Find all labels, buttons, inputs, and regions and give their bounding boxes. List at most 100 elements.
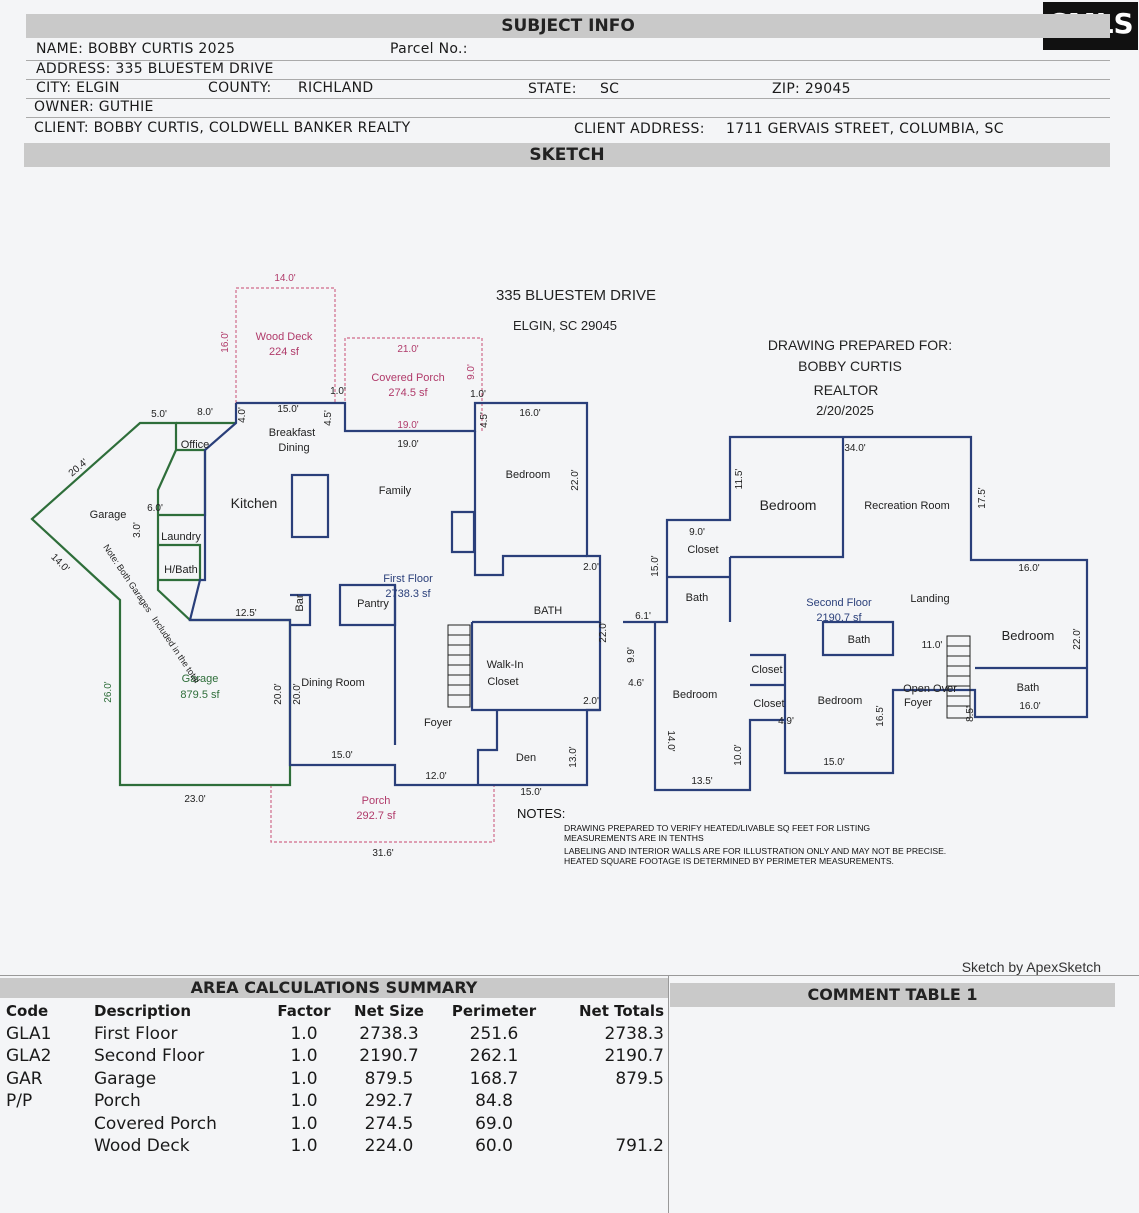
label-foyer-up: Foyer (904, 697, 932, 709)
cell-net-total (554, 1090, 664, 1113)
dim-porch-top: 21.0' (397, 344, 418, 355)
prepared-client: BOBBY CURTIS (798, 358, 902, 374)
dim-6-1: 6.1' (635, 611, 651, 622)
label-bath-caps: BATH (534, 605, 563, 617)
label-garage-1: Garage (90, 509, 127, 521)
label-dining-room: Dining Room (301, 677, 365, 689)
dim-4-6: 4.6' (628, 678, 644, 689)
cell-perimeter: 60.0 (475, 1136, 513, 1157)
cell-description: Second Floor (94, 1046, 205, 1067)
cell-description: Garage (94, 1068, 157, 1089)
zip-value: ZIP: 29045 (772, 81, 851, 97)
label-bedroom-up1: Bedroom (760, 497, 817, 513)
cell-net-total: 2738.3 (604, 1023, 664, 1044)
label-pantry: Pantry (357, 598, 389, 610)
cell-code (6, 1135, 94, 1158)
label-breakfast: Breakfast (269, 427, 315, 439)
dim-22-bath: 22.0' (598, 621, 609, 642)
table-row: GLA1 First Floor 1.0 2738.3 251.6 2738.3 (6, 1023, 664, 1046)
dim-porch-right: 9.0' (466, 364, 477, 380)
dim-9-9: 9.9' (626, 647, 637, 663)
sketch-citystate: ELGIN, SC 29045 (513, 318, 617, 333)
dim-19-porch: 19.0' (397, 420, 418, 431)
dim-13: 13.0' (568, 746, 579, 767)
col-code: Code (6, 1002, 49, 1021)
label-bath-up2: Bath (848, 634, 871, 646)
subject-client: CLIENT: BOBBY CURTIS, COLDWELL BANKER RE… (34, 120, 411, 136)
note-4: HEATED SQUARE FOOTAGE IS DETERMINED BY P… (564, 856, 894, 866)
dim-15-dining: 15.0' (331, 750, 352, 761)
label-walkin: Walk-In (487, 659, 524, 671)
table-row: GAR Garage 1.0 879.5 168.7 879.5 (6, 1068, 664, 1091)
cell-factor: 1.0 (290, 1113, 318, 1134)
label-garage-2: Garage (182, 673, 219, 685)
cell-description: First Floor (94, 1023, 178, 1044)
notes-title: NOTES: (517, 806, 565, 821)
dim-deck-left: 16.0' (220, 331, 231, 352)
note-1: DRAWING PREPARED TO VERIFY HEATED/LIVABL… (564, 823, 870, 833)
dim-5: 5.0' (151, 409, 167, 420)
label-second-floor: Second Floor (806, 597, 872, 609)
client-address-label: CLIENT ADDRESS: (574, 121, 705, 137)
col-description: Description (94, 1002, 192, 1021)
dim-4-9: 4.9' (778, 716, 794, 727)
label-wood-deck-sf: 224 sf (269, 346, 300, 358)
col-net-totals: Net Totals (578, 1002, 664, 1021)
state-value: SC (600, 81, 620, 97)
label-first-floor-sf: 2738.3 sf (385, 588, 431, 600)
client-address: 1711 GERVAIS STREET, COLUMBIA, SC (726, 121, 1004, 137)
label-laundry: Laundry (161, 531, 201, 543)
dim-20b: 20.0' (292, 683, 303, 704)
label-den: Den (516, 752, 536, 764)
table-row: GLA2 Second Floor 1.0 2190.7 262.1 2190.… (6, 1045, 664, 1068)
label-kitchen: Kitchen (231, 495, 278, 511)
prepared-date: 2/20/2025 (816, 403, 874, 418)
dim-14-bed: 14.0' (665, 730, 676, 751)
dim-15-bed: 15.0' (823, 757, 844, 768)
cell-perimeter: 69.0 (475, 1113, 513, 1134)
cell-factor: 1.0 (290, 1091, 318, 1112)
dim-10: 10.0' (733, 744, 744, 765)
table-row: Covered Porch 1.0 274.5 69.0 (6, 1113, 664, 1136)
area-summary-header: AREA CALCULATIONS SUMMARY (0, 978, 668, 998)
dim-34: 34.0' (844, 443, 865, 454)
cell-net-size: 274.5 (364, 1113, 414, 1134)
cell-description: Wood Deck (94, 1136, 190, 1157)
label-bedroom-up4: Bedroom (818, 695, 863, 707)
dim-20a: 20.0' (273, 683, 284, 704)
dim-11-5: 11.5' (734, 469, 745, 490)
label-dining: Dining (278, 442, 309, 454)
note-3: LABELING AND INTERIOR WALLS ARE FOR ILLU… (564, 846, 946, 856)
dim-23: 23.0' (184, 794, 205, 805)
label-family: Family (379, 485, 412, 497)
label-office: Office (181, 439, 210, 451)
label-hbath: H/Bath (164, 564, 198, 576)
table-row: Wood Deck 1.0 224.0 60.0 791.2 (6, 1135, 664, 1158)
dim-45a: 4.5' (323, 410, 334, 426)
col-factor: Factor (277, 1002, 331, 1021)
cell-perimeter: 168.7 (469, 1068, 519, 1089)
label-bedroom-up2: Bedroom (1002, 628, 1055, 643)
cell-code: GLA2 (6, 1046, 52, 1067)
cell-net-total: 791.2 (615, 1136, 664, 1157)
floor-plan-sketch: 335 BLUESTEM DRIVE ELGIN, SC 29045 DRAWI… (30, 273, 1101, 975)
dim-20-4: 20.4' (67, 457, 91, 479)
label-closet-up1: Closet (687, 544, 718, 556)
col-net-size: Net Size (354, 1002, 424, 1021)
cell-net-total: 2190.7 (604, 1046, 664, 1067)
cell-net-size: 2190.7 (359, 1046, 419, 1067)
garage-note-2: Included in the total (150, 615, 202, 685)
dim-2-b: 2.0' (583, 696, 599, 707)
dim-6: 6.0' (147, 503, 163, 514)
cell-perimeter: 84.8 (475, 1091, 513, 1112)
cell-perimeter: 251.6 (469, 1023, 519, 1044)
dim-11: 11.0' (922, 640, 943, 651)
dim-15-den: 15.0' (520, 787, 541, 798)
cell-description: Porch (94, 1091, 141, 1112)
label-recreation: Recreation Room (864, 500, 950, 512)
comment-table-header: COMMENT TABLE 1 (670, 983, 1115, 1007)
cell-code: P/P (6, 1091, 33, 1112)
county-label: COUNTY: (208, 80, 272, 96)
label-porch: Porch (362, 795, 391, 807)
sketch-street: 335 BLUESTEM DRIVE (496, 287, 656, 304)
